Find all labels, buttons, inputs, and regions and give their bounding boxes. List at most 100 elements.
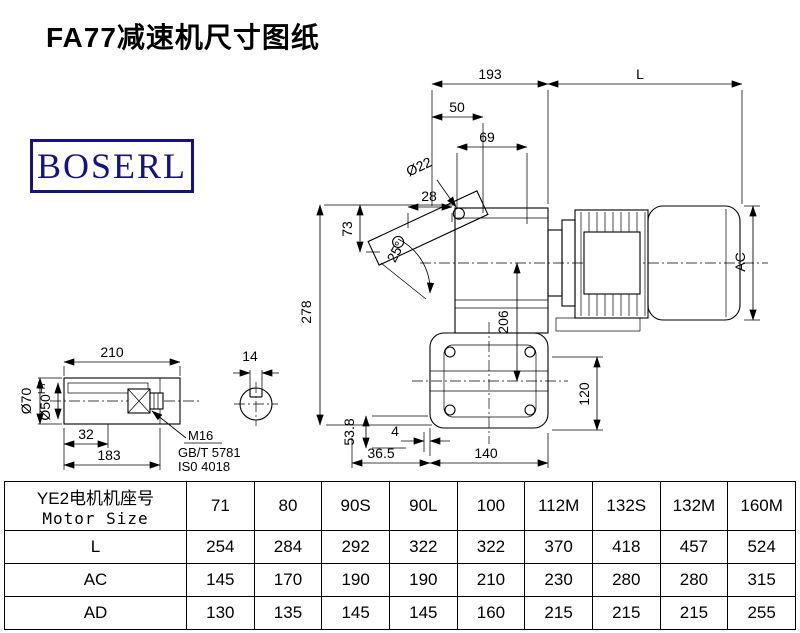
dimensions: 193 L 50 69 28 Ø22	[18, 66, 760, 474]
dim-4: 4	[391, 423, 450, 456]
table-cell: 457	[659, 530, 729, 564]
motor	[547, 205, 741, 332]
shaft-detail	[63, 377, 181, 425]
dim-278: 278	[298, 204, 455, 426]
table-cell: 145	[321, 596, 390, 630]
table-cell: 160	[456, 596, 526, 630]
dim-dia70-label: Ø70	[18, 388, 34, 415]
dim-140: 140	[429, 433, 549, 468]
dim-120-label: 120	[576, 382, 592, 406]
table-cell: 145	[186, 563, 255, 597]
shaft-section-view	[239, 387, 273, 421]
dim-69: 69	[456, 129, 528, 224]
table-cell: 190	[321, 563, 390, 597]
row-label: AC	[4, 563, 187, 597]
dim-193: 193	[431, 66, 549, 206]
dim-4-label: 4	[391, 423, 399, 439]
table-cell: 284	[253, 530, 323, 564]
boserl-logo: BOSERL	[30, 139, 194, 193]
table-header-size: 160M	[727, 481, 796, 531]
dim-14-label: 14	[242, 348, 258, 364]
table-header-label-cn: YE2电机机座号	[36, 489, 155, 508]
dim-dia70: Ø70	[18, 377, 62, 425]
table-cell: 322	[388, 530, 458, 564]
dim-53-8: 53.8	[341, 415, 428, 449]
dim-25deg: 25°	[384, 239, 435, 294]
centerlines	[50, 262, 768, 444]
table-cell: 255	[727, 596, 796, 630]
motor-size-table: YE2电机机座号 Motor Size 71 80 90S 90L 100 11…	[4, 481, 796, 630]
bolt-label: M16	[188, 428, 213, 443]
table-cell: 170	[253, 563, 323, 597]
dim-L: L	[547, 66, 743, 204]
table-cell: 418	[591, 530, 661, 564]
table-cell: 315	[727, 563, 796, 597]
table-cell: 292	[321, 530, 390, 564]
table-header-size: 71	[186, 481, 255, 531]
table-header-size: 100	[456, 481, 526, 531]
dim-32-label: 32	[78, 426, 94, 442]
table-cell: 254	[186, 530, 255, 564]
dim-dia50-label: Ø50H7	[37, 381, 53, 421]
table-cell: 370	[524, 530, 593, 564]
bolt-standard-iso: IS0 4018	[178, 459, 230, 474]
table-cell: 215	[524, 596, 593, 630]
dim-AC: AC	[732, 205, 760, 321]
dim-dia50: Ø50H7	[37, 381, 62, 421]
dim-183-label: 183	[97, 447, 121, 463]
boserl-logo-text: BOSERL	[36, 146, 188, 186]
table-row-L: L 254 284 292 322 322 370 418 457 524	[4, 530, 796, 564]
table-cell: 322	[456, 530, 526, 564]
dim-210-label: 210	[100, 344, 124, 360]
dim-140-label: 140	[474, 445, 498, 461]
table-cell: 145	[388, 596, 458, 630]
row-label: AD	[4, 596, 187, 630]
table-header-label-en: Motor Size	[42, 509, 149, 528]
table-header-size: 90S	[321, 481, 390, 531]
dim-183: 183	[63, 428, 161, 470]
dim-53-8-label: 53.8	[341, 418, 357, 445]
mounting-flange	[367, 190, 489, 266]
table-header-size: 80	[253, 481, 323, 531]
bolt-standard-gbt: GB/T 5781	[178, 445, 241, 460]
dim-36-5: 36.5	[351, 438, 431, 468]
table-header-size: 90L	[388, 481, 458, 531]
table-cell: 135	[253, 596, 323, 630]
dim-AC-label: AC	[732, 252, 748, 271]
dim-dia22-label: Ø22	[404, 154, 435, 180]
gearbox-housing	[429, 207, 549, 429]
table-row-AD: AD 130 135 145 145 160 215 215 215 255	[4, 596, 796, 630]
dim-73: 73	[339, 204, 380, 253]
dimension-drawing: 193 L 50 69 28 Ø22	[18, 66, 768, 474]
dim-69-label: 69	[479, 129, 495, 145]
dim-28-label: 28	[421, 188, 437, 204]
dim-L-label: L	[636, 66, 644, 82]
dim-50: 50	[431, 99, 484, 213]
table-cell: 280	[659, 563, 729, 597]
table-row-AC: AC 145 170 190 190 210 230 280 280 315	[4, 563, 796, 597]
dim-14: 14	[233, 348, 279, 389]
dim-206-label: 206	[495, 310, 511, 334]
dim-28: 28	[407, 188, 453, 228]
dim-206: 206	[495, 262, 521, 382]
dim-120: 120	[552, 356, 603, 431]
dim-278-label: 278	[298, 300, 314, 324]
table-header-label: YE2电机机座号 Motor Size	[4, 481, 187, 531]
dim-36-5-label: 36.5	[367, 445, 394, 461]
row-label: L	[4, 530, 187, 564]
table-cell: 215	[659, 596, 729, 630]
table-header-size: 112M	[524, 481, 593, 531]
table-cell: 210	[456, 563, 526, 597]
dim-210: 210	[63, 344, 181, 376]
dim-50-label: 50	[449, 99, 465, 115]
table-header-size: 132M	[659, 481, 729, 531]
table-cell: 215	[591, 596, 661, 630]
dim-193-label: 193	[478, 66, 502, 82]
dim-32: 32	[63, 424, 109, 448]
table-header-size: 132S	[591, 481, 661, 531]
table-cell: 280	[591, 563, 661, 597]
table-cell: 190	[388, 563, 458, 597]
table-cell: 230	[524, 563, 593, 597]
angle-leg-line	[380, 262, 427, 300]
table-header-row: YE2电机机座号 Motor Size 71 80 90S 90L 100 11…	[4, 481, 796, 531]
